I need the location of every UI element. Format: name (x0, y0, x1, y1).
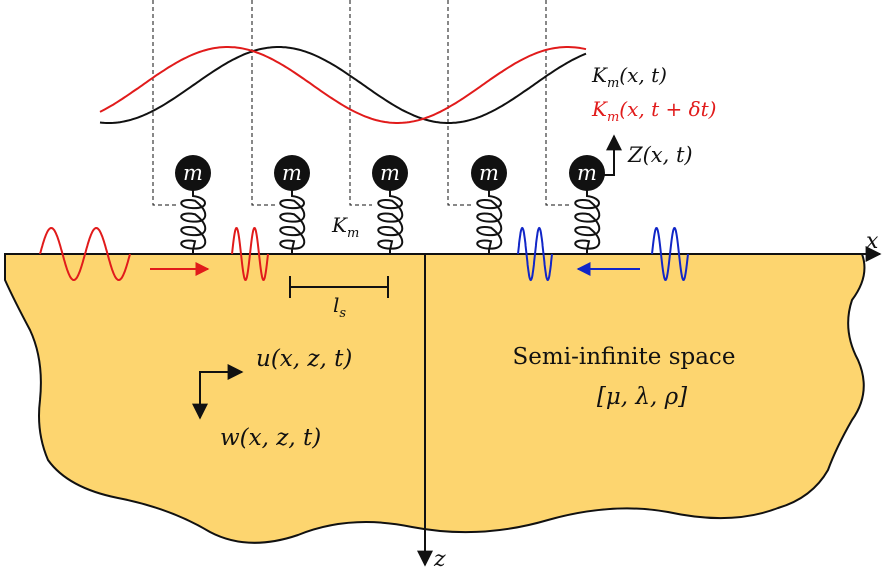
spring-coil (476, 190, 503, 254)
mass-circle (372, 155, 408, 191)
u-displacement-label: u(x, z, t) (256, 346, 352, 372)
mass-label: m (577, 161, 597, 185)
x-axis-label: x (866, 229, 879, 254)
incident-wave-compressed (231, 226, 269, 282)
spacing-bracket (289, 276, 389, 298)
incident-wave-long (39, 226, 131, 282)
medium-parameters: [μ, λ, ρ] (597, 384, 687, 410)
modulation-curve-t-dt (99, 46, 587, 124)
resonator-4: m (471, 155, 507, 254)
resonator-2: m (274, 155, 310, 254)
resonator-3: m (372, 155, 408, 254)
z-displacement-label: Z(x, t) (627, 143, 693, 167)
modulation-curve-t (99, 46, 587, 124)
spring-coil (574, 190, 601, 254)
mass-circle (274, 155, 310, 191)
mass-circle (471, 155, 507, 191)
medium-title: Semi-infinite space (513, 344, 736, 370)
spring-coil (180, 190, 207, 254)
spring-coil (279, 190, 306, 254)
mass-circle (569, 155, 605, 191)
mass-label: m (380, 161, 400, 185)
modulation-label-t: Km(x, t) (591, 63, 667, 91)
z-displacement-arrow (600, 134, 622, 176)
mass-label: m (479, 161, 499, 185)
dashed-guides (152, 0, 570, 206)
resonator-5: m (569, 155, 605, 254)
spacing-label: ls (333, 293, 346, 321)
spring-stiffness-label: Km (331, 213, 359, 241)
half-space-region (4, 253, 866, 544)
mass-label: m (282, 161, 302, 185)
resonator-1: m (175, 155, 211, 254)
spring-coil (377, 190, 404, 254)
w-displacement-label: w(x, z, t) (220, 425, 321, 451)
reflected-wave-near (517, 226, 553, 282)
mass-circle (175, 155, 211, 191)
reflected-wave-far (651, 226, 689, 282)
z-axis-label: z (433, 547, 446, 572)
modulation-label-t-dt: Km(x, t + δt) (591, 97, 716, 125)
mass-label: m (183, 161, 203, 185)
